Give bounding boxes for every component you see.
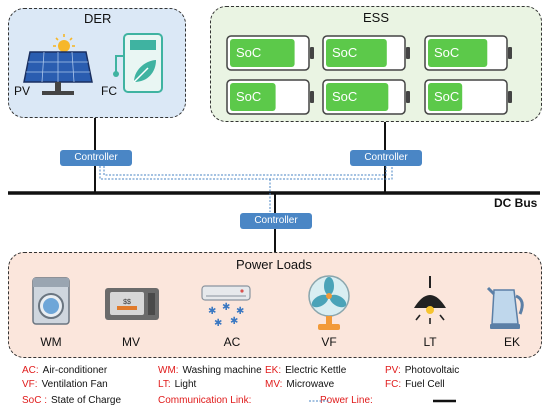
legend-item: VF:Ventilation Fan <box>22 379 108 390</box>
legend-value: Ventilation Fan <box>41 379 108 390</box>
legend-item: FC:Fuel Cell <box>385 379 445 390</box>
legend-key: Power Line: <box>320 395 373 406</box>
soc-cell: SoC <box>226 78 314 115</box>
soc-cell: SoC <box>424 34 512 71</box>
svg-text:✱: ✱ <box>214 318 222 328</box>
load-label: VF <box>321 335 337 349</box>
legend-item: EK:Electric Kettle <box>265 365 346 376</box>
svg-text:$$: $$ <box>123 299 131 306</box>
battery-icon <box>424 79 512 115</box>
legend-value: Air-conditioner <box>42 365 108 376</box>
air-conditioner-icon: ✱✱✱ ✱✱ <box>201 285 251 328</box>
legend-key: WM: <box>158 365 179 376</box>
legend-item: Communication Link: <box>158 395 255 406</box>
legend-key: AC: <box>22 365 39 376</box>
fc-label: FC <box>101 84 117 98</box>
solar-panel-icon <box>23 34 93 95</box>
legend-item: AC:Air-conditioner <box>22 365 107 376</box>
legend-key: MV: <box>265 379 283 390</box>
legend-item: MV:Microwave <box>265 379 334 390</box>
controller-loads: Controller <box>240 213 312 229</box>
legend-value: Electric Kettle <box>285 365 347 376</box>
pv-label: PV <box>14 84 31 98</box>
soc-label: SoC <box>434 45 460 60</box>
legend-item: SoC :State of Charge <box>22 395 121 406</box>
washing-machine-icon <box>32 277 70 325</box>
soc-cell: SoC <box>322 78 410 115</box>
lamp-icon <box>414 276 446 324</box>
soc-cell: SoC <box>226 34 314 71</box>
legend-value: State of Charge <box>51 395 122 406</box>
legend-item: Power Line: <box>320 395 377 406</box>
svg-text:✱: ✱ <box>230 316 238 327</box>
svg-text:✱: ✱ <box>236 306 244 317</box>
battery-icon <box>424 35 512 71</box>
legend-key: SoC : <box>22 395 48 406</box>
soc-label: SoC <box>332 89 358 104</box>
soc-label: SoC <box>434 89 460 104</box>
loads-title: Power Loads <box>236 257 312 272</box>
legend-value: Photovoltaic <box>404 365 460 376</box>
soc-label: SoC <box>236 45 262 60</box>
fuel-cell-icon <box>113 33 163 93</box>
microwave-icon: $$ <box>105 288 159 320</box>
kettle-icon <box>486 286 524 329</box>
legend-key: Communication Link: <box>158 395 252 406</box>
ess-title: ESS <box>363 10 390 25</box>
legend-item: PV:Photovoltaic <box>385 365 459 376</box>
legend-value: Light <box>174 379 197 390</box>
loads-panel <box>8 252 542 358</box>
load-label: MV <box>122 335 140 349</box>
soc-label: SoC <box>332 45 358 60</box>
svg-text:✱: ✱ <box>222 302 230 313</box>
legend-key: LT: <box>158 379 171 390</box>
controller-ess: Controller <box>350 150 422 166</box>
fan-icon <box>308 275 350 330</box>
legend-key: EK: <box>265 365 282 376</box>
controller-der: Controller <box>60 150 132 166</box>
der-title: DER <box>84 11 112 26</box>
battery-icon <box>226 79 314 115</box>
legend-value: Fuel Cell <box>405 379 445 390</box>
soc-cell: SoC <box>322 34 410 71</box>
legend-key: PV: <box>385 365 401 376</box>
battery-icon <box>322 35 410 71</box>
legend-value: Microwave <box>286 379 335 390</box>
legend-item: LT:Light <box>158 379 196 390</box>
dc-bus-label: DC Bus <box>494 196 538 210</box>
legend-key: FC: <box>385 379 402 390</box>
load-label: WM <box>40 335 62 349</box>
battery-icon <box>226 35 314 71</box>
legend-item: WM:Washing machine <box>158 365 262 376</box>
load-label: LT <box>423 335 437 349</box>
soc-label: SoC <box>236 89 262 104</box>
load-label: EK <box>503 335 520 349</box>
load-label: AC <box>223 335 241 349</box>
soc-cell: SoC <box>424 78 512 115</box>
battery-icon <box>322 79 410 115</box>
legend-key: VF: <box>22 379 38 390</box>
svg-text:✱: ✱ <box>208 306 216 317</box>
legend-value: Washing machine <box>182 365 262 376</box>
